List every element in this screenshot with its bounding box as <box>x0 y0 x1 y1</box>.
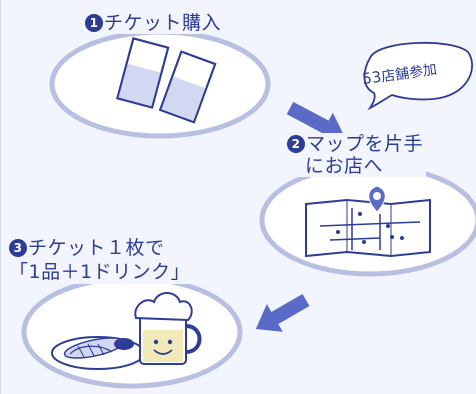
map-icon <box>305 198 431 258</box>
step-3-ellipse <box>21 275 243 389</box>
step-3-number: 3 <box>9 239 27 257</box>
left-border <box>0 0 1 394</box>
arrow-step2-to-step3-icon <box>255 293 310 332</box>
step-3-label-line2: 「1品＋1ドリンク」 <box>9 261 191 283</box>
step-1-label: チケット購入 <box>104 12 222 34</box>
food-and-beer-icon <box>51 292 202 370</box>
step-2-label-line1: マップを片手 <box>306 133 424 155</box>
badge-bubble-icon <box>363 41 473 111</box>
badge-count: 53 <box>361 67 383 89</box>
step-2-label-line2: にお店へ <box>305 155 384 177</box>
step-2-number: 2 <box>287 135 305 153</box>
step-1-number: 1 <box>85 14 103 32</box>
tickets-icon <box>116 37 217 124</box>
step-3-label-line1: チケット１枚で <box>28 237 165 259</box>
map-pin-icon <box>368 185 386 213</box>
